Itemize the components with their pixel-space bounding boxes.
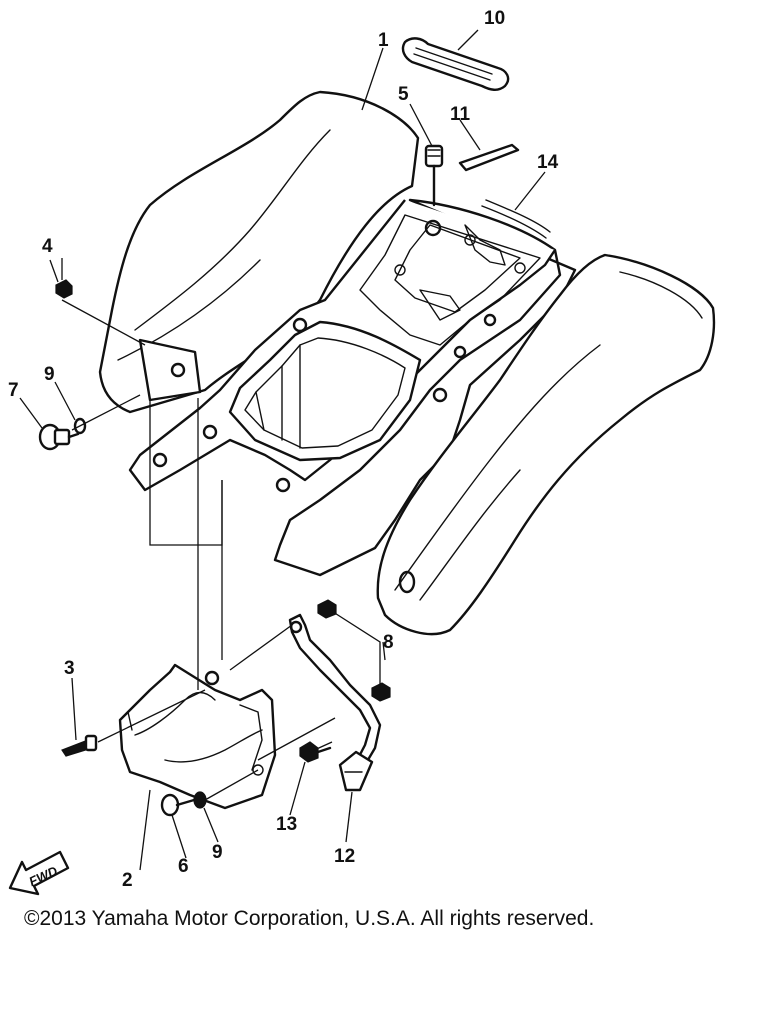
screw-3-part — [61, 734, 98, 757]
rear-fender-part — [98, 90, 716, 636]
bolt-5-part — [424, 144, 444, 207]
callout-7: 7 — [8, 380, 19, 401]
decal-strip-part — [458, 143, 520, 172]
callout-5: 5 — [398, 84, 409, 105]
callout-3: 3 — [64, 658, 75, 679]
callout-2: 2 — [122, 870, 133, 891]
decal-part — [481, 199, 551, 239]
callout-14: 14 — [537, 152, 559, 173]
callout-11: 11 — [450, 104, 471, 125]
bolt-6-part — [160, 791, 207, 817]
assembly-leader-lines — [19, 29, 546, 871]
fwd-direction-arrow: FWD — [8, 850, 70, 896]
callout-1: 1 — [378, 30, 389, 51]
copyright-notice: ©2013 Yamaha Motor Corporation, U.S.A. A… — [24, 907, 595, 930]
nut-4-part — [55, 258, 73, 299]
strap-part — [401, 37, 510, 91]
bracket-stay-12-part — [288, 613, 382, 792]
callout-9a: 9 — [44, 364, 55, 385]
callout-8: 8 — [383, 632, 394, 653]
side-cover-part — [118, 663, 277, 810]
callout-labels: 1 10 5 11 14 4 9 7 8 3 13 12 9 6 2 — [8, 8, 559, 891]
nut-8-part — [317, 599, 391, 702]
callout-13: 13 — [276, 814, 297, 835]
callout-10: 10 — [484, 8, 505, 29]
callout-6: 6 — [178, 856, 189, 877]
bolt-13-part — [299, 741, 332, 763]
callout-4: 4 — [42, 236, 53, 257]
callout-12: 12 — [334, 846, 355, 867]
callout-9b: 9 — [212, 842, 223, 863]
knob-bolt-7-part — [38, 417, 87, 451]
